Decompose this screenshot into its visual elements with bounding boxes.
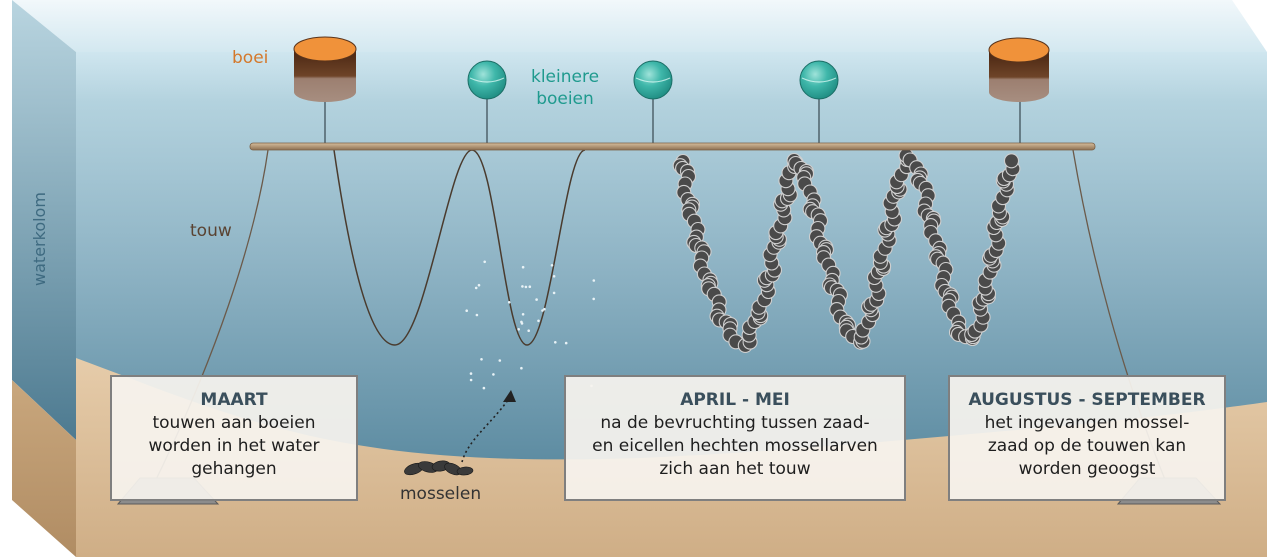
mussels-on-seabed	[404, 460, 474, 476]
stage-box-august-september: AUGUSTUS - SEPTEMBER het ingevangen moss…	[948, 375, 1226, 501]
mussel-clusters	[672, 147, 1021, 353]
larva	[517, 328, 520, 331]
larva	[520, 366, 523, 370]
larva	[521, 313, 525, 316]
larva	[527, 329, 530, 333]
larva	[552, 291, 556, 295]
stage-title: APRIL - MEI	[680, 390, 790, 410]
larva	[543, 307, 546, 311]
larva	[480, 358, 483, 361]
stage-box-april-may: APRIL - MEI na de bevruchting tussen zaa…	[564, 375, 906, 501]
larva	[554, 341, 557, 344]
larva	[541, 309, 544, 312]
larva	[537, 319, 540, 323]
stage-line: en eicellen hechten mossellarven	[592, 436, 878, 456]
stage-box-march: MAART touwen aan boeien worden in het wa…	[110, 375, 358, 501]
larva	[465, 309, 469, 313]
larva	[550, 264, 554, 267]
small-buoys-label: kleinere boeien	[516, 66, 614, 110]
larva	[521, 265, 525, 269]
larva	[520, 320, 523, 324]
mussels-label: mosselen	[400, 484, 482, 504]
larva	[521, 285, 524, 288]
long-line	[249, 142, 1096, 151]
larva	[524, 285, 528, 289]
spawning-arrow-head	[503, 390, 516, 402]
small-buoys	[467, 60, 839, 100]
larva	[507, 301, 511, 304]
larva	[528, 285, 532, 289]
larva	[475, 313, 479, 317]
seabed-side-face	[12, 380, 76, 557]
larva	[592, 279, 596, 282]
larva	[535, 298, 538, 301]
buoy-label: boei	[232, 48, 269, 68]
spawning-arrow	[461, 399, 509, 463]
larva	[469, 372, 473, 375]
larva	[592, 297, 595, 301]
buoy-large-right	[988, 37, 1050, 102]
stage-line: touwen aan boeien	[152, 413, 316, 433]
stage-line: zaad op de touwen kan	[987, 436, 1187, 456]
rope-label: touw	[190, 221, 232, 241]
larva	[483, 260, 487, 264]
water-column-label: waterkolom	[30, 192, 49, 286]
buoy-large-left	[293, 36, 357, 102]
stage-line: zich aan het touw	[659, 459, 811, 479]
larva	[492, 373, 495, 376]
stage-line: na de bevruchting tussen zaad-	[600, 413, 870, 433]
stage-line: worden geoogst	[1018, 459, 1156, 479]
larva	[474, 286, 478, 290]
mussel-shell	[1003, 153, 1020, 169]
larva	[469, 378, 473, 382]
buoy-lines	[324, 98, 1021, 146]
larva	[477, 283, 481, 287]
larva	[552, 275, 556, 278]
water-side-face	[12, 0, 76, 440]
water-surface	[12, 0, 1267, 52]
stage-line: worden in het water	[148, 436, 320, 456]
small-buoys-label-line2: boeien	[536, 89, 594, 109]
stage-line: het ingevangen mossel-	[984, 413, 1190, 433]
larva	[564, 341, 568, 345]
stage-title: MAART	[200, 390, 268, 410]
stage-title: AUGUSTUS - SEPTEMBER	[968, 390, 1206, 410]
small-buoys-label-line1: kleinere	[530, 67, 600, 87]
larva	[482, 386, 486, 390]
larva	[498, 359, 502, 362]
stage-line: gehangen	[191, 459, 277, 479]
